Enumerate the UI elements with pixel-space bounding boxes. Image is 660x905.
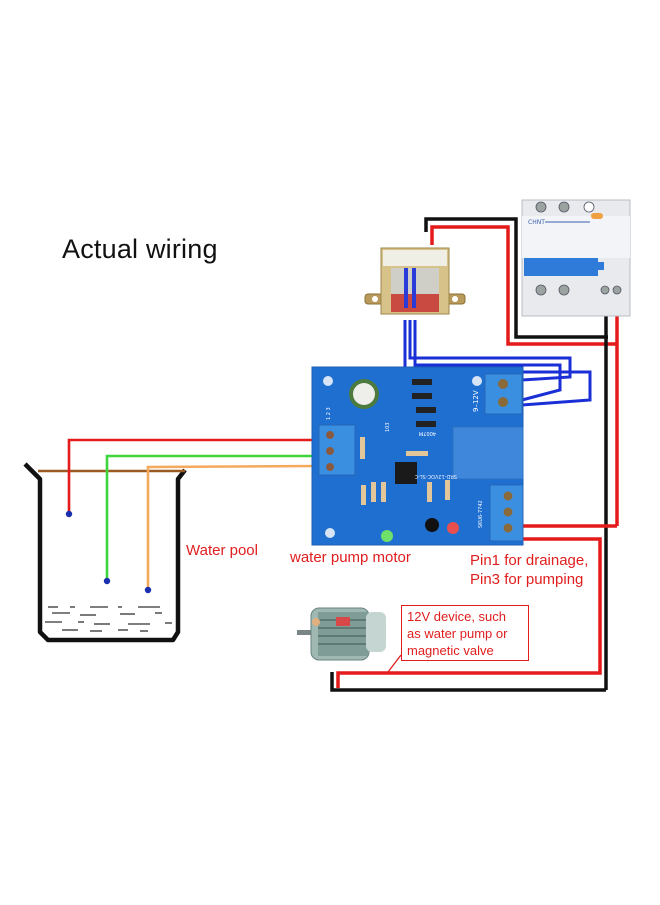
- probe-dot-1: [65, 510, 73, 518]
- transformer: [364, 247, 466, 315]
- circuit-breaker: CHNT: [521, 199, 631, 317]
- device-line-1: 12V device, such: [407, 609, 507, 624]
- device-line-2: as water pump or: [407, 626, 508, 641]
- wire-blue-1: [408, 320, 572, 382]
- relay-model-label: SRD-12VDC-SL-C: [414, 473, 457, 479]
- probe-dot-3: [144, 586, 152, 594]
- probe-dot-2: [103, 577, 111, 585]
- power-input-label: 9–12V: [472, 390, 480, 412]
- water-pump-motor-label: water pump motor: [290, 549, 411, 566]
- pin3-text: Pin3 for pumping: [470, 571, 584, 588]
- pump-motor: [297, 607, 386, 661]
- device-line-3: magnetic valve: [407, 643, 494, 658]
- page-title: Actual wiring: [62, 234, 218, 264]
- wire-blue-2: [413, 320, 562, 402]
- control-board: 9–12V SRD-12VDC-SL-C SKU6-7742 1 2 3 400…: [311, 366, 524, 546]
- wire-red-mains: [430, 225, 617, 346]
- water-surface-marks: [45, 606, 172, 632]
- wire-black-to-device: [330, 672, 606, 692]
- output-terminal-label: SKU6-7742: [478, 500, 484, 528]
- wire-green-probe: [105, 454, 318, 580]
- capacitor-label: 103: [385, 422, 391, 432]
- wire-blue-3: [403, 320, 592, 407]
- wire-red-probe: [67, 438, 318, 513]
- wire-orange-probe: [146, 464, 319, 588]
- wire-red-to-device: [336, 537, 602, 688]
- mains-wires: [330, 217, 619, 692]
- sensor-terminal-label: 1 2 3: [326, 407, 332, 420]
- pin1-text: Pin1 for drainage,: [470, 552, 589, 569]
- diode-label: 4007M: [419, 430, 436, 436]
- water-pool-label: Water pool: [186, 542, 258, 559]
- device-callout: 12V device, such as water pump or magnet…: [401, 605, 529, 661]
- blue-wires: [403, 320, 592, 407]
- sensor-wires: [38, 438, 319, 594]
- breaker-brand: CHNT: [528, 219, 545, 226]
- water-container: [23, 462, 187, 643]
- pin-function-label: Pin1 for drainage, Pin3 for pumping: [470, 551, 588, 589]
- wire-black-mains: [424, 217, 608, 339]
